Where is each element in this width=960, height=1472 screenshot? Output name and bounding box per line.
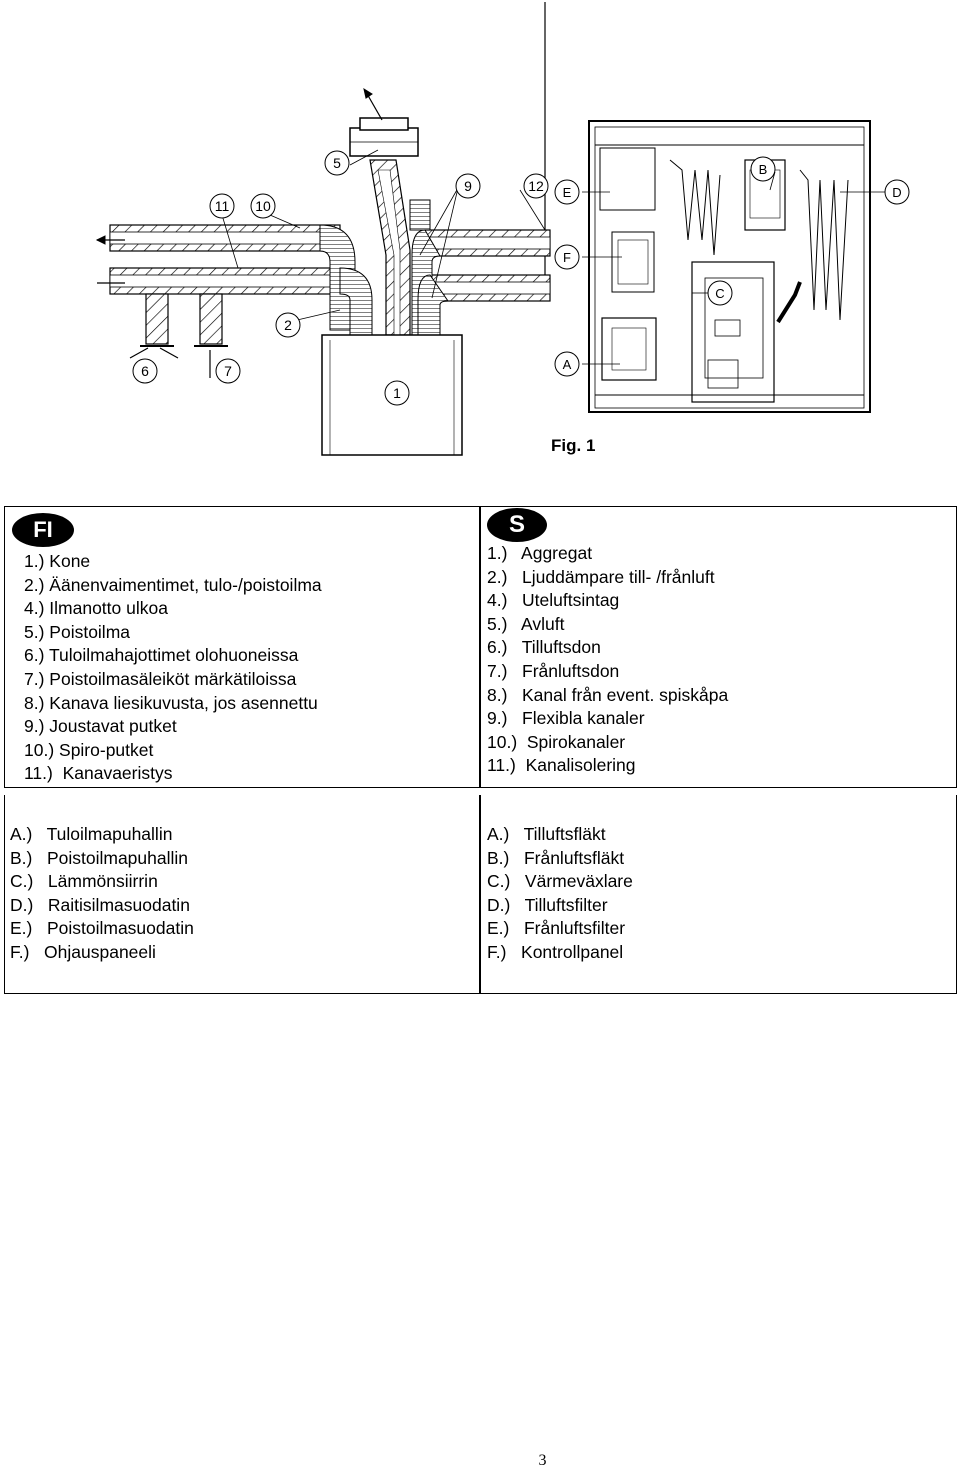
callout-label: B xyxy=(759,162,768,177)
callout-12: 12 xyxy=(523,173,549,199)
list-item: 6.) Tuloilmahajottimet olohuoneissa xyxy=(24,645,299,666)
callout-2: 2 xyxy=(275,312,301,338)
duct-system-drawing xyxy=(95,87,551,456)
callout-10: 10 xyxy=(250,193,276,219)
list-item: D.) Tilluftsfilter xyxy=(487,894,608,915)
list-item: 11.) Kanavaeristys xyxy=(24,763,173,784)
callout-F: F xyxy=(554,244,580,270)
unit-callouts: E B D F C A xyxy=(554,156,910,377)
list-item: F.) Kontrollpanel xyxy=(487,941,624,962)
list-item: E.) Frånluftsfilter xyxy=(487,918,626,939)
duct-callouts: 11 10 5 9 12 2 6 7 1 xyxy=(132,150,549,406)
list-item: 2.) Ljuddämpare till- /frånluft xyxy=(487,566,715,587)
callout-label: 11 xyxy=(215,198,230,214)
list-item: 2.) Äänenvaimentimet, tulo-/poistoilma xyxy=(24,574,322,595)
list-item: 7.) Frånluftsdon xyxy=(487,660,620,681)
list-item: B.) Frånluftsfläkt xyxy=(487,847,625,868)
list-item: F.) Ohjauspaneeli xyxy=(10,941,156,962)
callout-E: E xyxy=(554,179,580,205)
list-item: C.) Lämmönsiirrin xyxy=(10,871,158,892)
callout-label: 1 xyxy=(393,385,401,401)
callout-label: 5 xyxy=(333,155,341,171)
list-item: 4.) Ilmanotto ulkoa xyxy=(24,598,168,619)
list-item: C.) Värmeväxlare xyxy=(487,871,633,892)
callout-label: 9 xyxy=(464,178,472,194)
list-item: B.) Poistoilmapuhallin xyxy=(10,847,188,868)
callout-label: D xyxy=(892,185,901,200)
list-item: 6.) Tilluftsdon xyxy=(487,637,601,658)
list-item: 5.) Poistoilma xyxy=(24,621,131,642)
fi-language-badge: FI xyxy=(12,513,74,547)
list-item: 1.) Aggregat xyxy=(487,543,593,563)
callout-label: A xyxy=(563,357,572,372)
callout-label: 6 xyxy=(141,363,149,379)
list-item: 8.) Kanava liesikuvusta, jos asennettu xyxy=(24,692,318,713)
callout-label: 2 xyxy=(284,317,292,333)
list-item: E.) Poistoilmasuodatin xyxy=(10,918,194,939)
callout-label: 10 xyxy=(255,198,271,214)
fi-components-box xyxy=(4,795,480,994)
callout-B: B xyxy=(750,156,776,182)
s-components-list: A.) Tilluftsfläkt B.) Frånluftsfläkt C.)… xyxy=(487,823,633,965)
callout-6: 6 xyxy=(132,358,158,384)
fi-components-list: A.) Tuloilmapuhallin B.) Poistoilmapuhal… xyxy=(10,823,194,965)
s-legend-box xyxy=(480,506,957,788)
callout-label: C xyxy=(715,286,724,301)
list-item: 8.) Kanal från event. spiskåpa xyxy=(487,684,729,705)
list-item: 1.) Kone xyxy=(24,551,91,571)
list-item: 7.) Poistoilmasäleiköt märkätiloissa xyxy=(24,668,297,689)
callout-label: E xyxy=(563,185,572,200)
list-item: 9.) Flexibla kanaler xyxy=(487,708,645,729)
callout-A: A xyxy=(554,351,580,377)
s-components-box xyxy=(480,795,957,994)
fi-legend-box xyxy=(4,506,480,788)
unit-section-drawing xyxy=(582,120,885,413)
list-item: 5.) Avluft xyxy=(487,613,565,634)
s-item-list: 1.) Aggregat 2.) Ljuddämpare till- /från… xyxy=(487,542,728,778)
callout-D: D xyxy=(884,179,910,205)
list-item: 11.) Kanalisolering xyxy=(487,755,636,776)
list-item: 4.) Uteluftsintag xyxy=(487,590,620,611)
callout-label: 7 xyxy=(224,363,232,379)
list-item: A.) Tilluftsfläkt xyxy=(487,824,606,844)
s-language-badge: S xyxy=(487,508,547,542)
callout-11: 11 xyxy=(209,193,235,219)
callout-label: 12 xyxy=(528,178,544,194)
callout-C: C xyxy=(707,280,733,306)
figure-caption: Fig. 1 xyxy=(551,436,596,455)
callout-7: 7 xyxy=(215,358,241,384)
callout-1: 1 xyxy=(384,380,410,406)
page-number: 3 xyxy=(538,1452,547,1469)
list-item: 10.) Spirokanaler xyxy=(487,731,626,752)
callout-9: 9 xyxy=(455,173,481,199)
list-item: 9.) Joustavat putket xyxy=(24,716,177,737)
list-item: D.) Raitisilmasuodatin xyxy=(10,894,190,915)
callout-label: F xyxy=(563,250,571,265)
installation-figure: 11 10 5 9 12 2 6 7 1 xyxy=(95,2,910,456)
fi-item-list: 1.) Kone 2.) Äänenvaimentimet, tulo-/poi… xyxy=(24,550,322,786)
callout-5: 5 xyxy=(324,150,350,176)
list-item: 10.) Spiro-putket xyxy=(24,739,154,760)
list-item: A.) Tuloilmapuhallin xyxy=(10,824,173,844)
